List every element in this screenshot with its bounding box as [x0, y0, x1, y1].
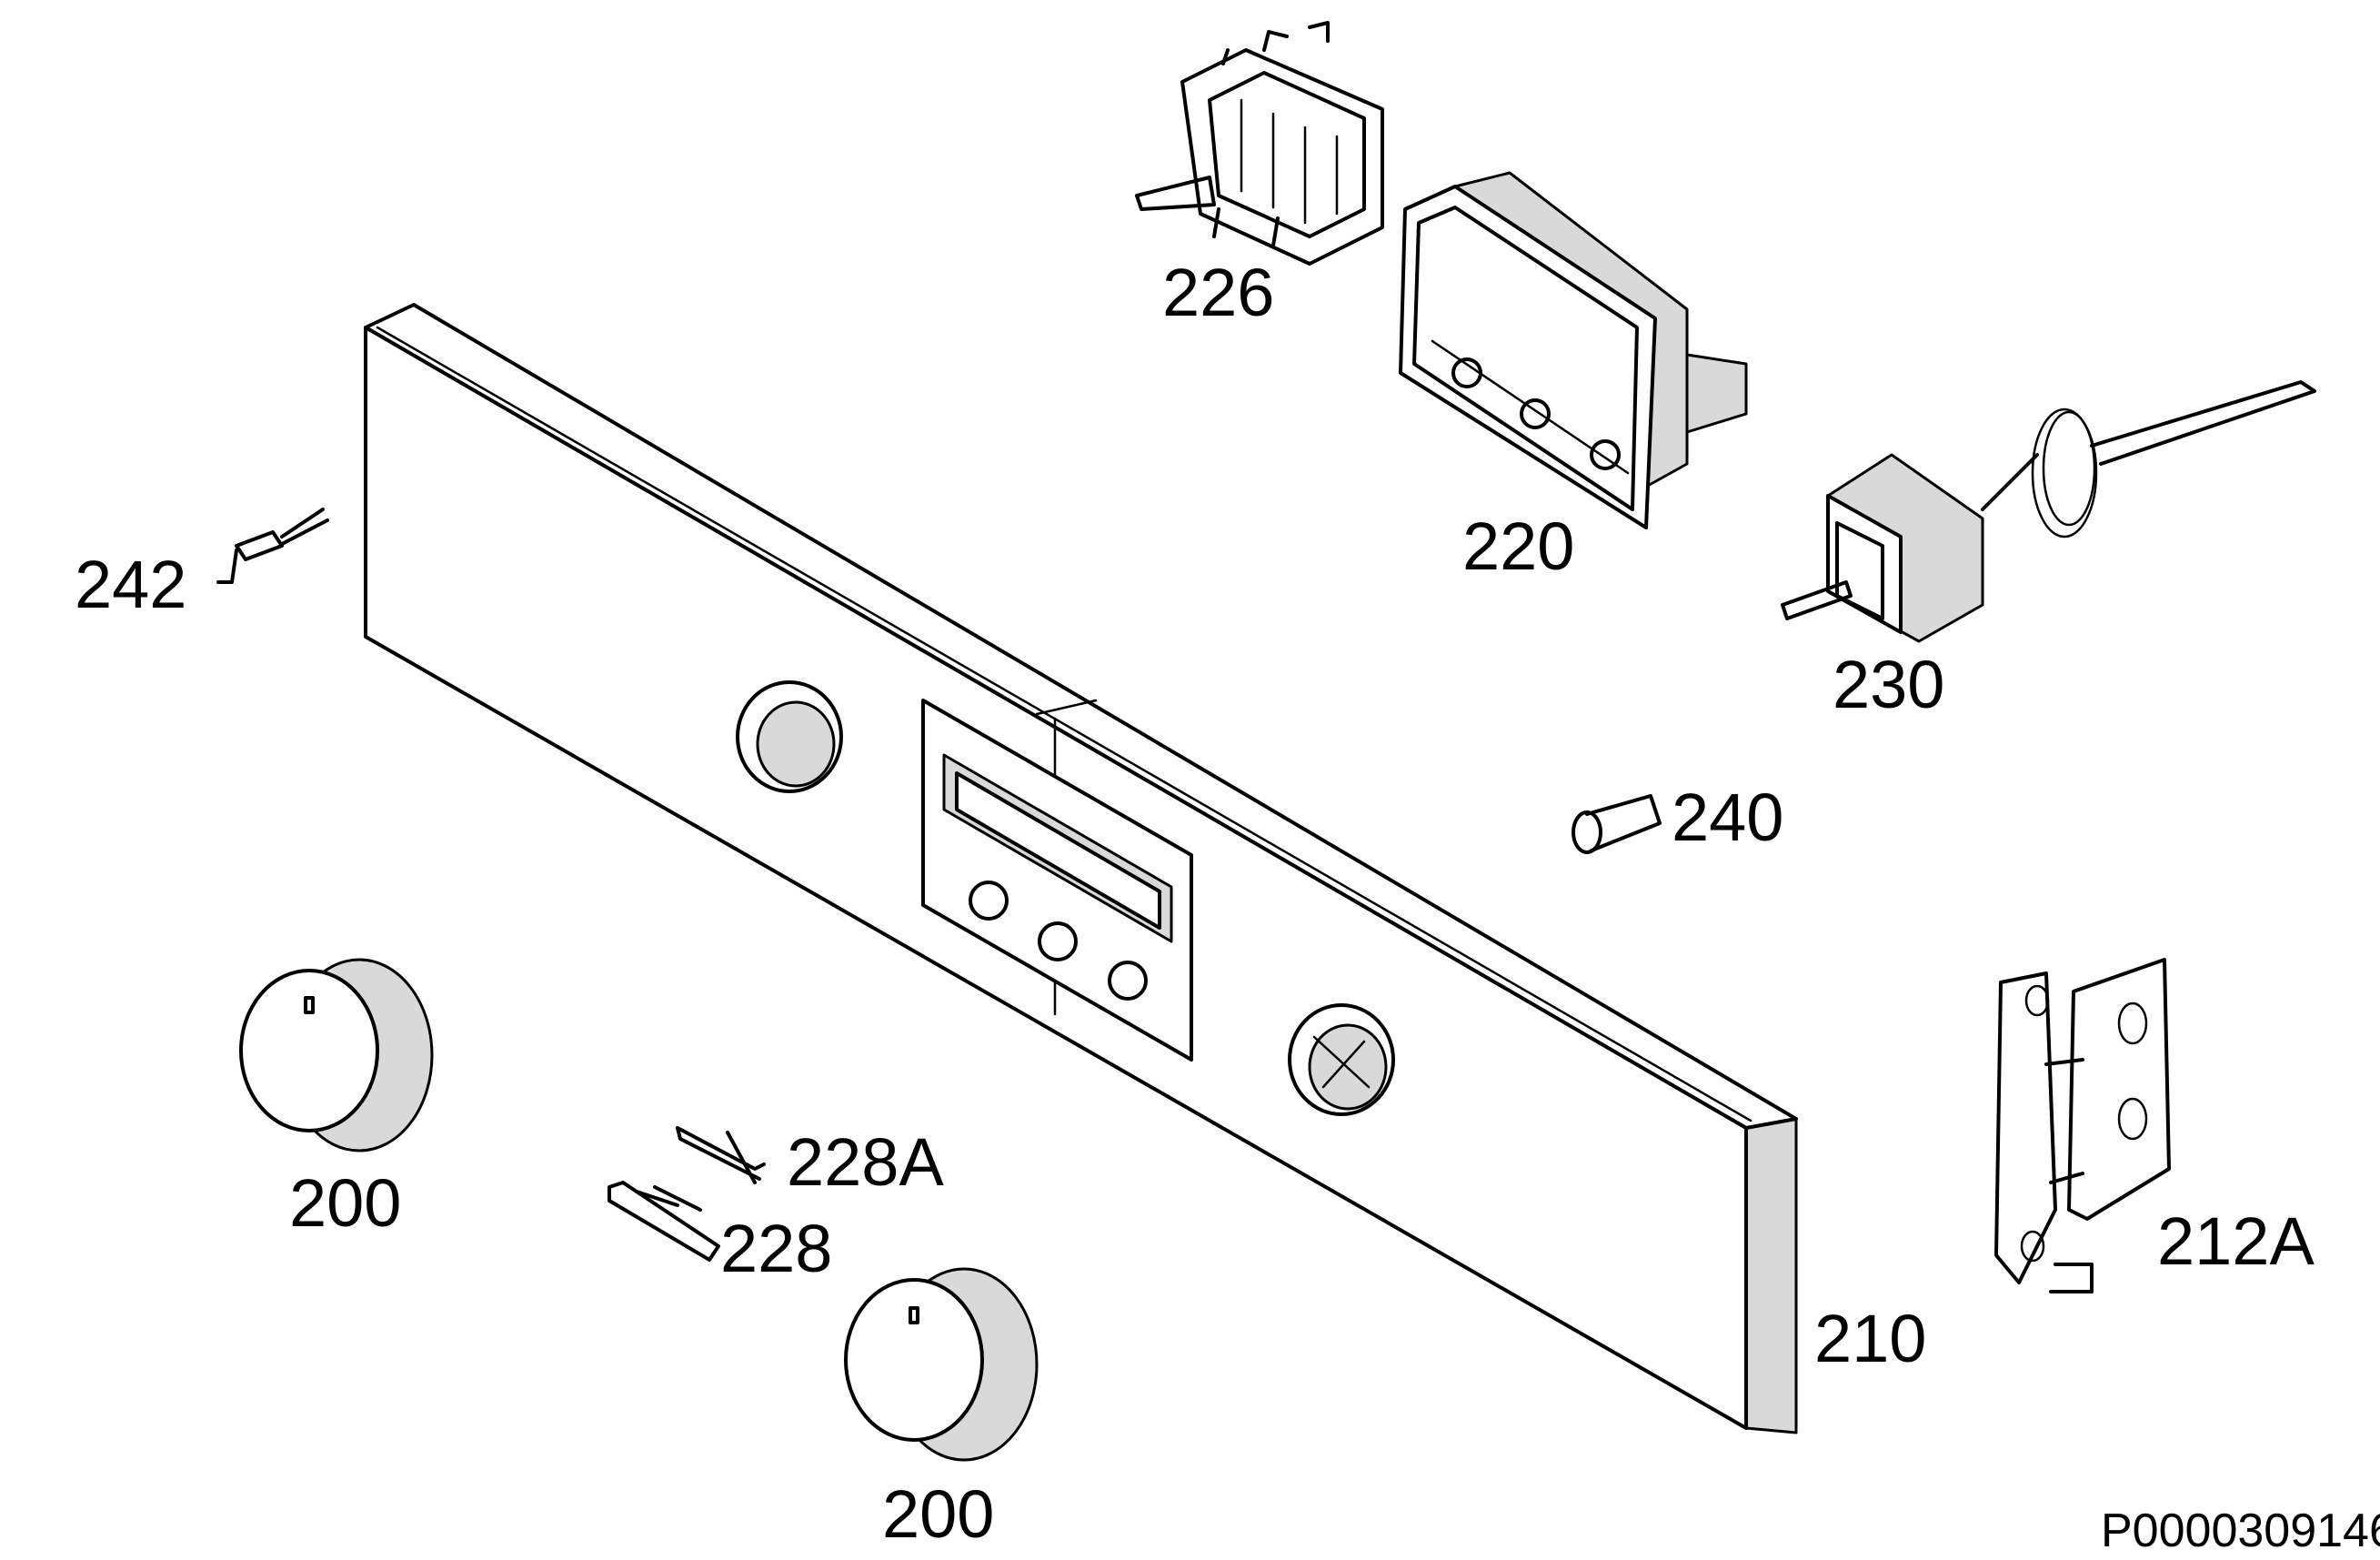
label-200-lower: 200	[882, 1476, 994, 1552]
clock-module-220[interactable]	[1399, 171, 1748, 529]
control-panel-210[interactable]	[364, 303, 1798, 1434]
label-228: 228	[720, 1211, 832, 1286]
selector-switch-226[interactable]	[1135, 21, 1384, 266]
knob-200-lower[interactable]	[844, 1267, 1039, 1462]
label-200-upper: 200	[289, 1165, 401, 1241]
label-230: 230	[1833, 647, 1944, 722]
label-226: 226	[1162, 255, 1274, 330]
reference-code: P00003091463	[2101, 1505, 2380, 1557]
label-212A: 212A	[2157, 1203, 2315, 1279]
label-210: 210	[1814, 1301, 1926, 1376]
label-228A: 228A	[787, 1124, 944, 1200]
bracket-212A[interactable]	[1994, 958, 2171, 1293]
spindle-228A[interactable]	[676, 1126, 766, 1184]
label-240: 240	[1672, 780, 1783, 855]
label-220: 220	[1462, 508, 1574, 584]
knob-200-upper[interactable]	[239, 958, 434, 1152]
label-242: 242	[75, 547, 186, 622]
lamp-242[interactable]	[216, 508, 329, 584]
screw-240[interactable]	[1572, 794, 1662, 854]
thermostat-230[interactable]	[1781, 380, 2316, 643]
clip-228[interactable]	[608, 1181, 720, 1262]
